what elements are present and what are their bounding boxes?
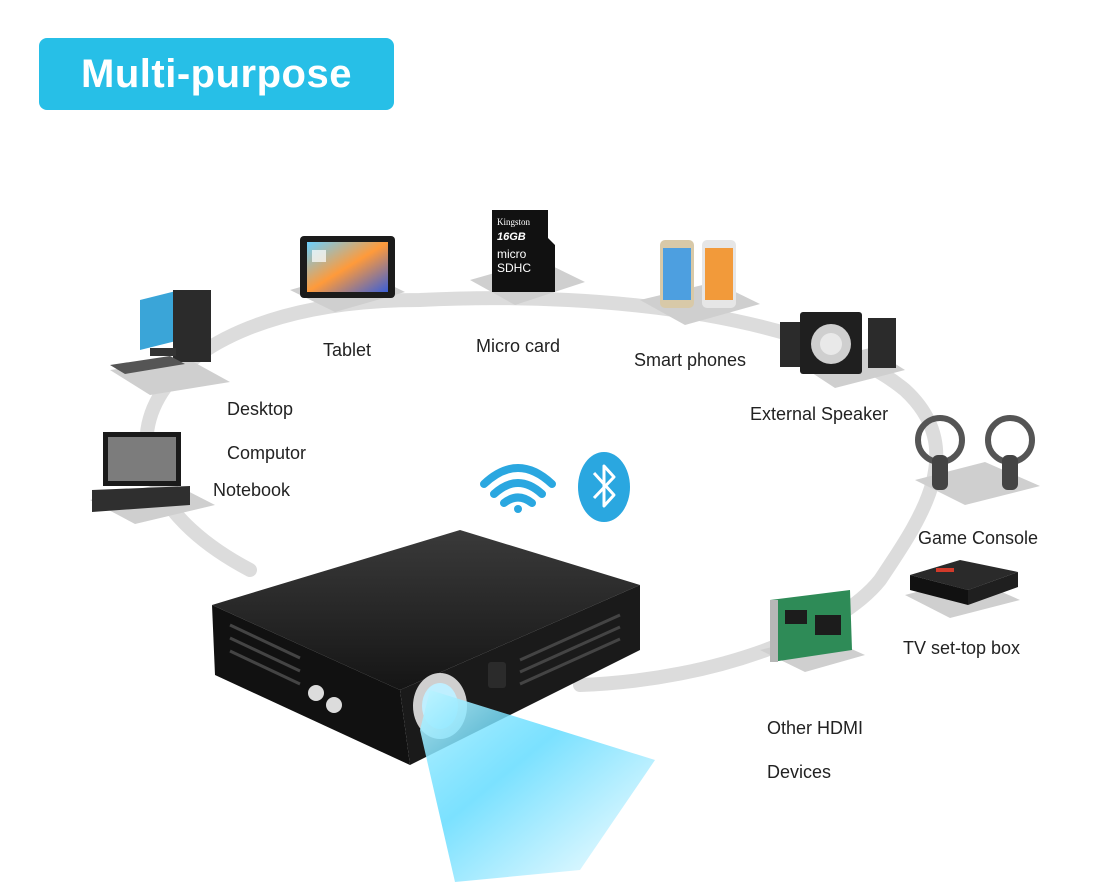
micro-card-device: Kingston 16GB micro SDHC — [492, 210, 555, 292]
external-speaker-device — [780, 312, 896, 374]
label-desktop-line1: Desktop — [227, 399, 294, 419]
svg-text:SDHC: SDHC — [497, 261, 531, 275]
svg-text:Kingston: Kingston — [497, 217, 531, 227]
label-desktop-line2: Computor — [227, 443, 307, 463]
label-micro-card: Micro card — [476, 336, 561, 356]
tablet-device — [300, 236, 395, 298]
label-tablet: Tablet — [323, 340, 372, 360]
smart-phones-device — [660, 240, 736, 308]
label-smart-phones: Smart phones — [634, 350, 747, 370]
game-console-device — [915, 415, 1035, 490]
desktop-device — [110, 290, 211, 374]
title-badge: Multi-purpose — [39, 38, 394, 110]
svg-text:micro: micro — [497, 247, 527, 261]
label-hdmi-line2: Devices — [767, 762, 832, 782]
label-desktop: Desktop Computor — [227, 376, 306, 486]
tv-set-top-box-device — [910, 560, 1018, 605]
light-beam — [420, 690, 655, 882]
hdmi-card-device — [770, 590, 852, 662]
label-game-console: Game Console — [918, 528, 1039, 548]
label-other-hdmi: Other HDMI Devices — [767, 695, 863, 805]
svg-text:16GB: 16GB — [497, 231, 526, 243]
wifi-icon — [480, 464, 556, 513]
notebook-device — [92, 432, 190, 512]
page-title: Multi-purpose — [81, 51, 352, 96]
bluetooth-icon — [578, 452, 630, 522]
label-tv-set-top-box: TV set-top box — [903, 638, 1021, 658]
label-external-speaker: External Speaker — [750, 404, 889, 424]
label-hdmi-line1: Other HDMI — [767, 718, 864, 738]
label-notebook: Notebook — [213, 480, 291, 500]
